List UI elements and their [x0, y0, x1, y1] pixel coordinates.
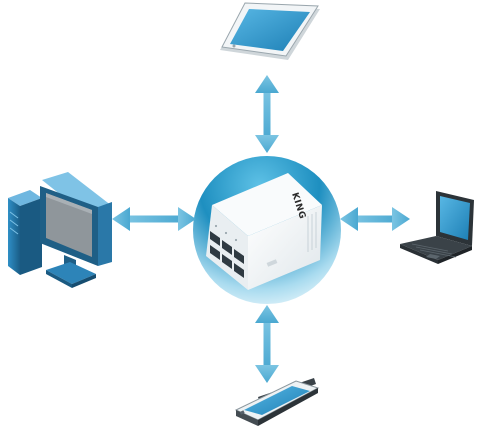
arrow-bottom	[255, 305, 279, 383]
arrow-right	[340, 207, 410, 231]
arrow-top	[255, 75, 279, 153]
lan-ports	[210, 231, 244, 278]
laptop-icon	[400, 191, 474, 264]
pc-tower	[8, 190, 42, 275]
central-hub: KING	[193, 156, 341, 304]
smartphone-icon	[234, 378, 320, 426]
desktop-computer-icon	[8, 172, 112, 288]
router-icon: KING	[206, 173, 322, 290]
double-arrow-icon	[112, 75, 410, 383]
tablet-icon	[220, 2, 320, 60]
arrow-left	[112, 207, 196, 231]
